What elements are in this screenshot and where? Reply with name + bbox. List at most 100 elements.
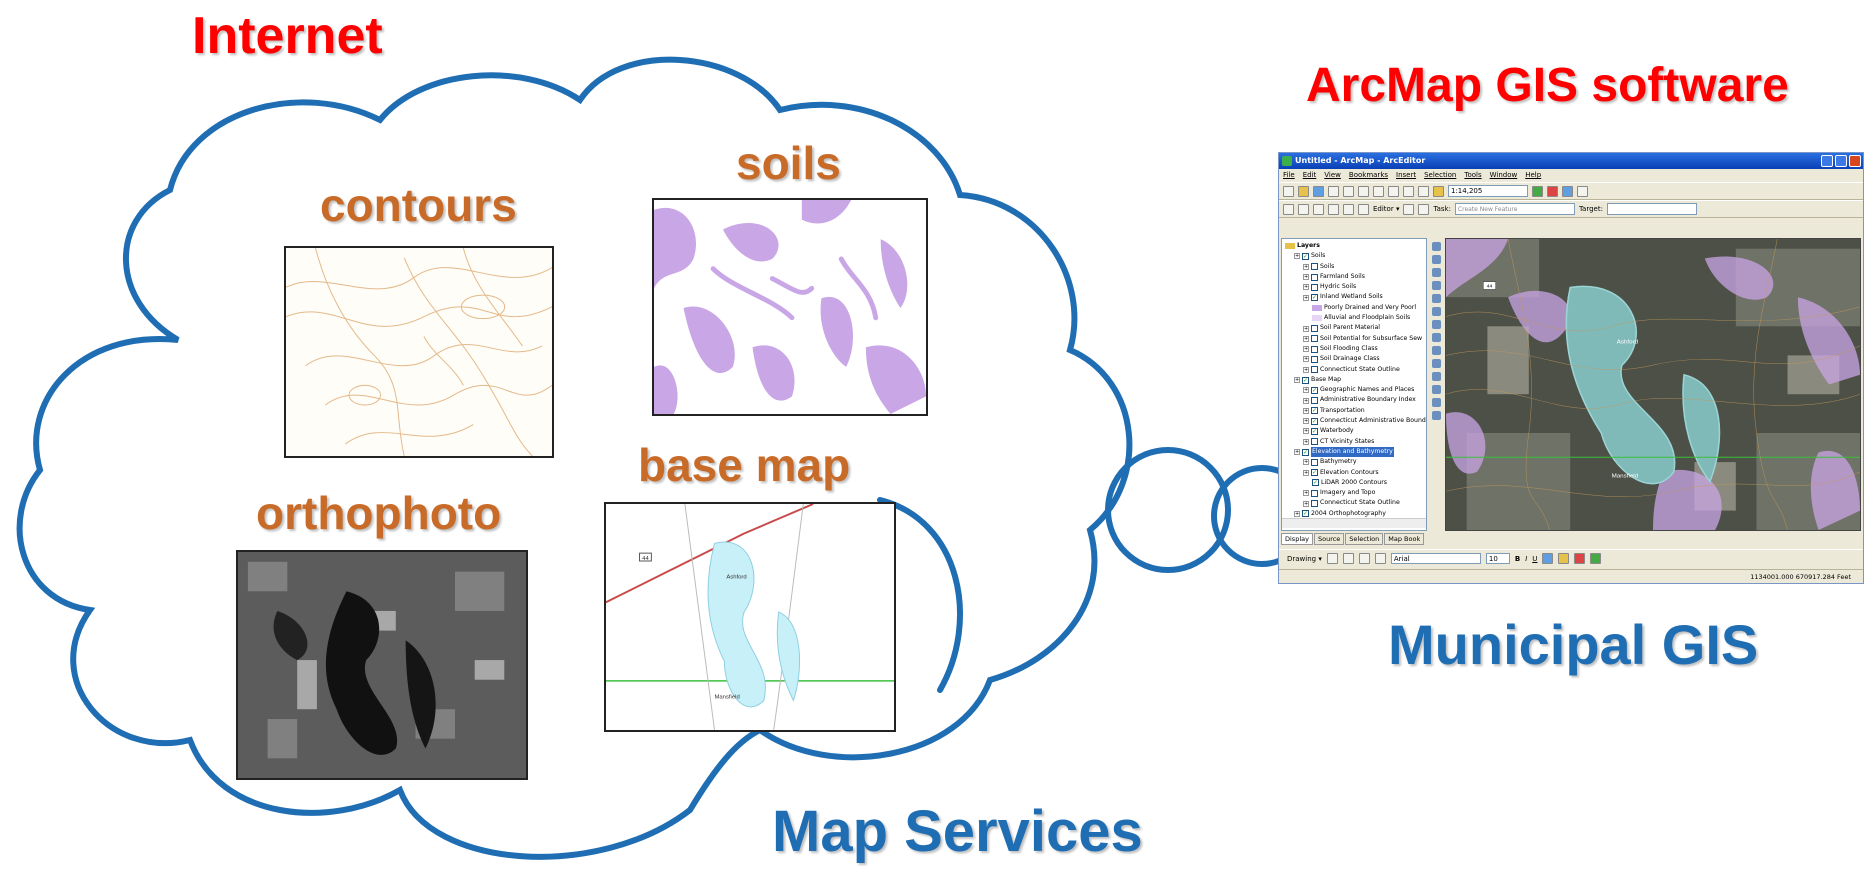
- toc-layer-row[interactable]: +✓2004 Orthophotography: [1285, 509, 1423, 519]
- expand-icon[interactable]: +: [1303, 335, 1309, 342]
- toc-layer-row[interactable]: +✓Elevation Contours: [1285, 468, 1423, 478]
- toc-layer-row[interactable]: ✓LiDAR 2000 Contours: [1285, 478, 1423, 488]
- minimize-icon[interactable]: [1821, 155, 1833, 167]
- toc-layer-row[interactable]: +✓Connecticut Administrative Bound: [1285, 416, 1426, 426]
- map-scale-input[interactable]: 1:14,205: [1448, 185, 1528, 197]
- toc-layer-row[interactable]: +Imagery and Topo: [1285, 488, 1423, 498]
- layer-visibility-checkbox[interactable]: ✓: [1311, 417, 1318, 425]
- measure-icon[interactable]: [1431, 411, 1441, 420]
- marker-color-icon[interactable]: [1590, 553, 1602, 564]
- menu-help[interactable]: Help: [1525, 171, 1542, 179]
- toc-layer-row[interactable]: +✓Waterbody: [1285, 426, 1423, 436]
- layer-visibility-checkbox[interactable]: ✓: [1312, 479, 1319, 487]
- layer-visibility-checkbox[interactable]: [1311, 273, 1318, 281]
- cut-icon[interactable]: [1343, 185, 1354, 197]
- tool-grid-icon[interactable]: [1358, 203, 1369, 215]
- hyperlink-icon[interactable]: [1431, 398, 1441, 407]
- toc-layer-row[interactable]: +Soil Potential for Subsurface Sew: [1285, 334, 1423, 344]
- rectangle-icon[interactable]: [1358, 553, 1370, 564]
- fixed-zoom-in-icon[interactable]: [1431, 268, 1441, 277]
- delete-icon[interactable]: [1388, 185, 1399, 197]
- layer-visibility-checkbox[interactable]: [1311, 263, 1318, 271]
- editor-menu[interactable]: Editor ▾: [1373, 205, 1400, 213]
- drawing-menu[interactable]: Drawing ▾: [1287, 554, 1322, 563]
- open-folder-icon[interactable]: [1298, 185, 1309, 197]
- toc-layer-row[interactable]: +Hydric Soils: [1285, 282, 1423, 292]
- paste-icon[interactable]: [1373, 185, 1384, 197]
- new-document-icon[interactable]: [1283, 185, 1294, 197]
- expand-icon[interactable]: +: [1294, 253, 1300, 260]
- arctoolbox-icon[interactable]: [1547, 185, 1558, 197]
- layer-visibility-checkbox[interactable]: [1311, 397, 1318, 405]
- toc-layer-row[interactable]: +Connecticut State Outline: [1285, 365, 1423, 375]
- menu-selection[interactable]: Selection: [1424, 171, 1457, 179]
- sketch-tool-icon[interactable]: [1418, 203, 1430, 215]
- whats-this-icon[interactable]: [1577, 185, 1588, 197]
- task-select[interactable]: Create New Feature: [1454, 203, 1575, 215]
- expand-icon[interactable]: +: [1303, 294, 1309, 301]
- toc-layer-row[interactable]: +Farmland Soils: [1285, 272, 1423, 282]
- layer-visibility-checkbox[interactable]: [1311, 500, 1318, 508]
- expand-icon[interactable]: +: [1303, 418, 1309, 425]
- edit-tool-icon[interactable]: [1403, 203, 1415, 215]
- add-data-icon[interactable]: [1433, 185, 1444, 197]
- layer-visibility-checkbox[interactable]: ✓: [1302, 376, 1309, 384]
- layer-visibility-checkbox[interactable]: ✓: [1302, 510, 1309, 518]
- rotate-icon[interactable]: [1342, 553, 1354, 564]
- menu-insert[interactable]: Insert: [1396, 171, 1417, 179]
- menu-bookmarks[interactable]: Bookmarks: [1348, 171, 1389, 179]
- menu-edit[interactable]: Edit: [1302, 171, 1317, 179]
- font-name-select[interactable]: Arial: [1390, 553, 1481, 564]
- toc-layer-row[interactable]: +✓Base Map: [1285, 375, 1423, 385]
- full-extent-icon[interactable]: [1431, 307, 1441, 316]
- layer-visibility-checkbox[interactable]: ✓: [1311, 427, 1318, 435]
- toc-layer-row[interactable]: +✓Transportation: [1285, 406, 1423, 416]
- toc-layer-row[interactable]: +Soil Parent Material: [1285, 323, 1423, 333]
- layer-visibility-checkbox[interactable]: [1311, 335, 1318, 343]
- tool-grid-icon[interactable]: [1283, 203, 1294, 215]
- underline-icon[interactable]: U: [1532, 554, 1538, 563]
- layer-visibility-checkbox[interactable]: [1311, 489, 1318, 497]
- expand-icon[interactable]: +: [1303, 428, 1309, 435]
- expand-icon[interactable]: +: [1294, 377, 1300, 383]
- tool-grid-icon[interactable]: [1343, 203, 1354, 215]
- expand-icon[interactable]: +: [1303, 397, 1309, 404]
- toc-layer-row[interactable]: +Administrative Boundary Index: [1285, 395, 1423, 405]
- undo-icon[interactable]: [1403, 185, 1414, 197]
- layer-visibility-checkbox[interactable]: [1311, 438, 1318, 446]
- zoom-in-icon[interactable]: [1431, 242, 1441, 251]
- layer-visibility-checkbox[interactable]: [1311, 345, 1318, 353]
- toc-layer-row[interactable]: Layers: [1285, 241, 1423, 251]
- menu-window[interactable]: Window: [1489, 171, 1518, 179]
- toc-layer-row[interactable]: +✓Elevation and Bathymetry: [1285, 446, 1423, 458]
- toc-scrollbar[interactable]: [1282, 518, 1426, 528]
- fill-color-icon[interactable]: [1558, 553, 1570, 564]
- tab-display[interactable]: Display: [1281, 533, 1313, 545]
- tab-selection[interactable]: Selection: [1345, 533, 1384, 545]
- layer-visibility-checkbox[interactable]: ✓: [1311, 407, 1318, 415]
- find-icon[interactable]: [1431, 385, 1441, 394]
- menu-file[interactable]: File: [1283, 171, 1295, 179]
- print-icon[interactable]: [1328, 185, 1339, 197]
- expand-icon[interactable]: +: [1303, 469, 1309, 476]
- expand-icon[interactable]: +: [1303, 459, 1309, 466]
- pan-icon[interactable]: [1431, 294, 1441, 303]
- layer-visibility-checkbox[interactable]: ✓: [1302, 252, 1309, 260]
- expand-icon[interactable]: +: [1294, 449, 1300, 456]
- expand-icon[interactable]: +: [1303, 490, 1309, 497]
- text-icon[interactable]: [1374, 553, 1386, 564]
- select-elements-arrow-icon[interactable]: [1326, 553, 1338, 564]
- toc-layer-row[interactable]: +✓Inland Wetland Soils: [1285, 292, 1423, 302]
- expand-icon[interactable]: +: [1303, 346, 1309, 353]
- identify-icon[interactable]: [1431, 372, 1441, 381]
- zoom-out-icon[interactable]: [1431, 255, 1441, 264]
- layer-visibility-checkbox[interactable]: [1311, 283, 1318, 291]
- toc-layer-row[interactable]: +✓Soils: [1285, 251, 1423, 261]
- layer-visibility-checkbox[interactable]: [1311, 366, 1318, 374]
- layer-visibility-checkbox[interactable]: ✓: [1302, 448, 1309, 456]
- expand-icon[interactable]: +: [1303, 284, 1309, 291]
- layer-visibility-checkbox[interactable]: [1311, 458, 1318, 466]
- toc-layer-row[interactable]: +Connecticut State Outline: [1285, 498, 1423, 508]
- save-icon[interactable]: [1313, 185, 1324, 197]
- font-size-select[interactable]: 10: [1485, 553, 1510, 564]
